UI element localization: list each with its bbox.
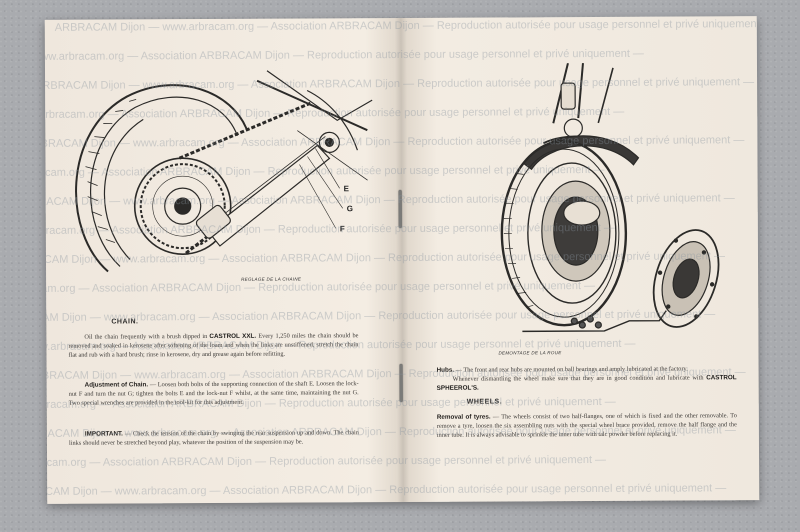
chain-text-start: Oil the chain frequently with a brush di… [84, 333, 208, 341]
important-paragraph: IMPORTANT. — Check the tension of the ch… [69, 428, 359, 448]
tyres-label: Removal of tyres. [436, 413, 491, 421]
adjustment-label: Adjustment of Chain. [84, 381, 149, 389]
wheels-heading: WHEELS. [466, 398, 503, 406]
right-page: DEMONTAGE DE LA ROUE Hubs. — The front a… [405, 16, 760, 502]
callout-g: G [346, 204, 353, 214]
tyres-paragraph: Removal of tyres. — The wheels consist o… [437, 411, 737, 440]
staple-bottom [399, 363, 403, 403]
hubs-paragraph: Hubs. — The front and rear hubs are moun… [437, 364, 737, 393]
chain-illustration [75, 70, 373, 273]
chain-caption: REGLAGE DE LA CHAINE [241, 276, 302, 282]
hubs-text-2: Whenever dismantling the wheel make sure… [452, 374, 704, 383]
wheel-illustration [500, 62, 720, 333]
open-booklet: E G F REGLAGE DE LA CHAINE CHAIN. Oil th… [44, 16, 760, 504]
chain-paragraph: Oil the chain frequently with a brush di… [68, 331, 358, 360]
left-page: E G F REGLAGE DE LA CHAINE CHAIN. Oil th… [45, 18, 400, 504]
chain-brand: CASTROL XXL. [209, 332, 257, 341]
hubs-label: Hubs. [436, 366, 455, 374]
hubs-text: — The front and rear hubs are mounted on… [455, 365, 688, 374]
adjustment-paragraph: Adjustment of Chain. — Loosen both bolts… [69, 379, 359, 408]
staple-top [398, 190, 402, 229]
callout-e: E [343, 184, 349, 194]
callout-f: F [339, 224, 345, 234]
chain-heading: CHAIN. [111, 318, 139, 326]
wheel-caption: DEMONTAGE DE LA ROUE [498, 350, 562, 356]
important-label: IMPORTANT. [84, 430, 123, 438]
